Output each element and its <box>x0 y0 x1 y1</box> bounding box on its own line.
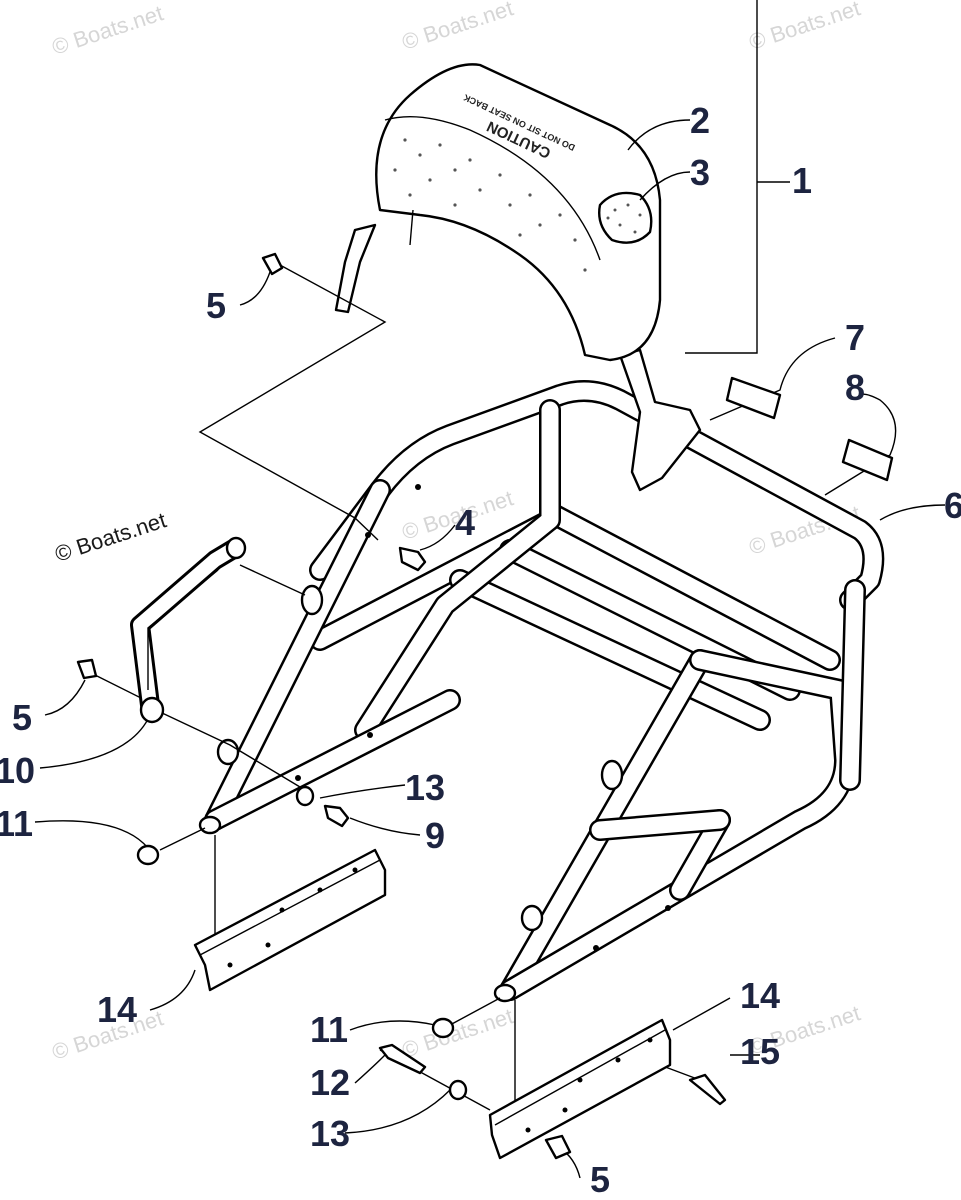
callout-11: 11 <box>310 1009 348 1050</box>
callout-11: 11 <box>0 803 33 844</box>
callout-7: 7 <box>845 317 865 358</box>
watermark-prominent: © Boats.net <box>52 507 169 566</box>
mount-tab <box>600 759 624 791</box>
backrest-post-left <box>334 223 377 314</box>
bolt <box>323 804 350 828</box>
decal-7 <box>725 376 782 420</box>
callout-5: 5 <box>590 1159 610 1200</box>
watermark: © Boats.net <box>746 0 863 55</box>
washer <box>295 785 315 807</box>
grab-handle <box>130 536 247 724</box>
mount-bracket-left <box>193 848 387 992</box>
watermark: © Boats.net <box>399 1003 516 1062</box>
callout-15: 15 <box>740 1031 780 1072</box>
callout-1: 1 <box>792 160 812 201</box>
backrest-pad <box>375 63 662 362</box>
callout-13: 13 <box>310 1113 350 1154</box>
watermark: © Boats.net <box>399 0 516 55</box>
callout-4: 4 <box>455 502 475 543</box>
tube-end <box>493 983 517 1003</box>
callout-5: 5 <box>12 697 32 738</box>
callouts: 1 2 3 5 7 8 6 4 5 10 13 11 9 14 14 11 15… <box>0 100 961 1200</box>
callout-14: 14 <box>97 989 137 1030</box>
backrest-assembly: CAUTION DO NOT SIT ON SEAT BACK <box>334 63 702 492</box>
foam-patch <box>598 191 653 244</box>
backrest-post-right <box>618 348 702 492</box>
end-cap <box>431 1017 455 1039</box>
mount-tab <box>520 904 544 932</box>
callout-13: 13 <box>405 767 445 808</box>
long-bolt <box>378 1043 427 1075</box>
mount-tab <box>300 584 324 616</box>
decal-8 <box>841 438 894 482</box>
rivet <box>688 1073 727 1106</box>
callout-10: 10 <box>0 750 35 791</box>
mount-bracket-right <box>488 1018 672 1160</box>
callout-3: 3 <box>690 152 710 193</box>
handle-end <box>139 696 165 724</box>
bolt <box>398 546 427 572</box>
end-cap <box>136 844 160 866</box>
nut <box>76 252 572 1160</box>
callout-8: 8 <box>845 367 865 408</box>
callout-14: 14 <box>740 975 780 1016</box>
callout-12: 12 <box>310 1062 350 1103</box>
callout-2: 2 <box>690 100 710 141</box>
callout-9: 9 <box>425 815 445 856</box>
callout-6: 6 <box>944 485 961 526</box>
washer <box>448 1079 468 1101</box>
handle-end <box>225 536 247 560</box>
tube-end <box>198 815 222 835</box>
bracket-1 <box>685 0 790 354</box>
watermark: © Boats.net <box>49 0 166 59</box>
callout-5: 5 <box>206 285 226 326</box>
rack-frame <box>198 380 885 1003</box>
